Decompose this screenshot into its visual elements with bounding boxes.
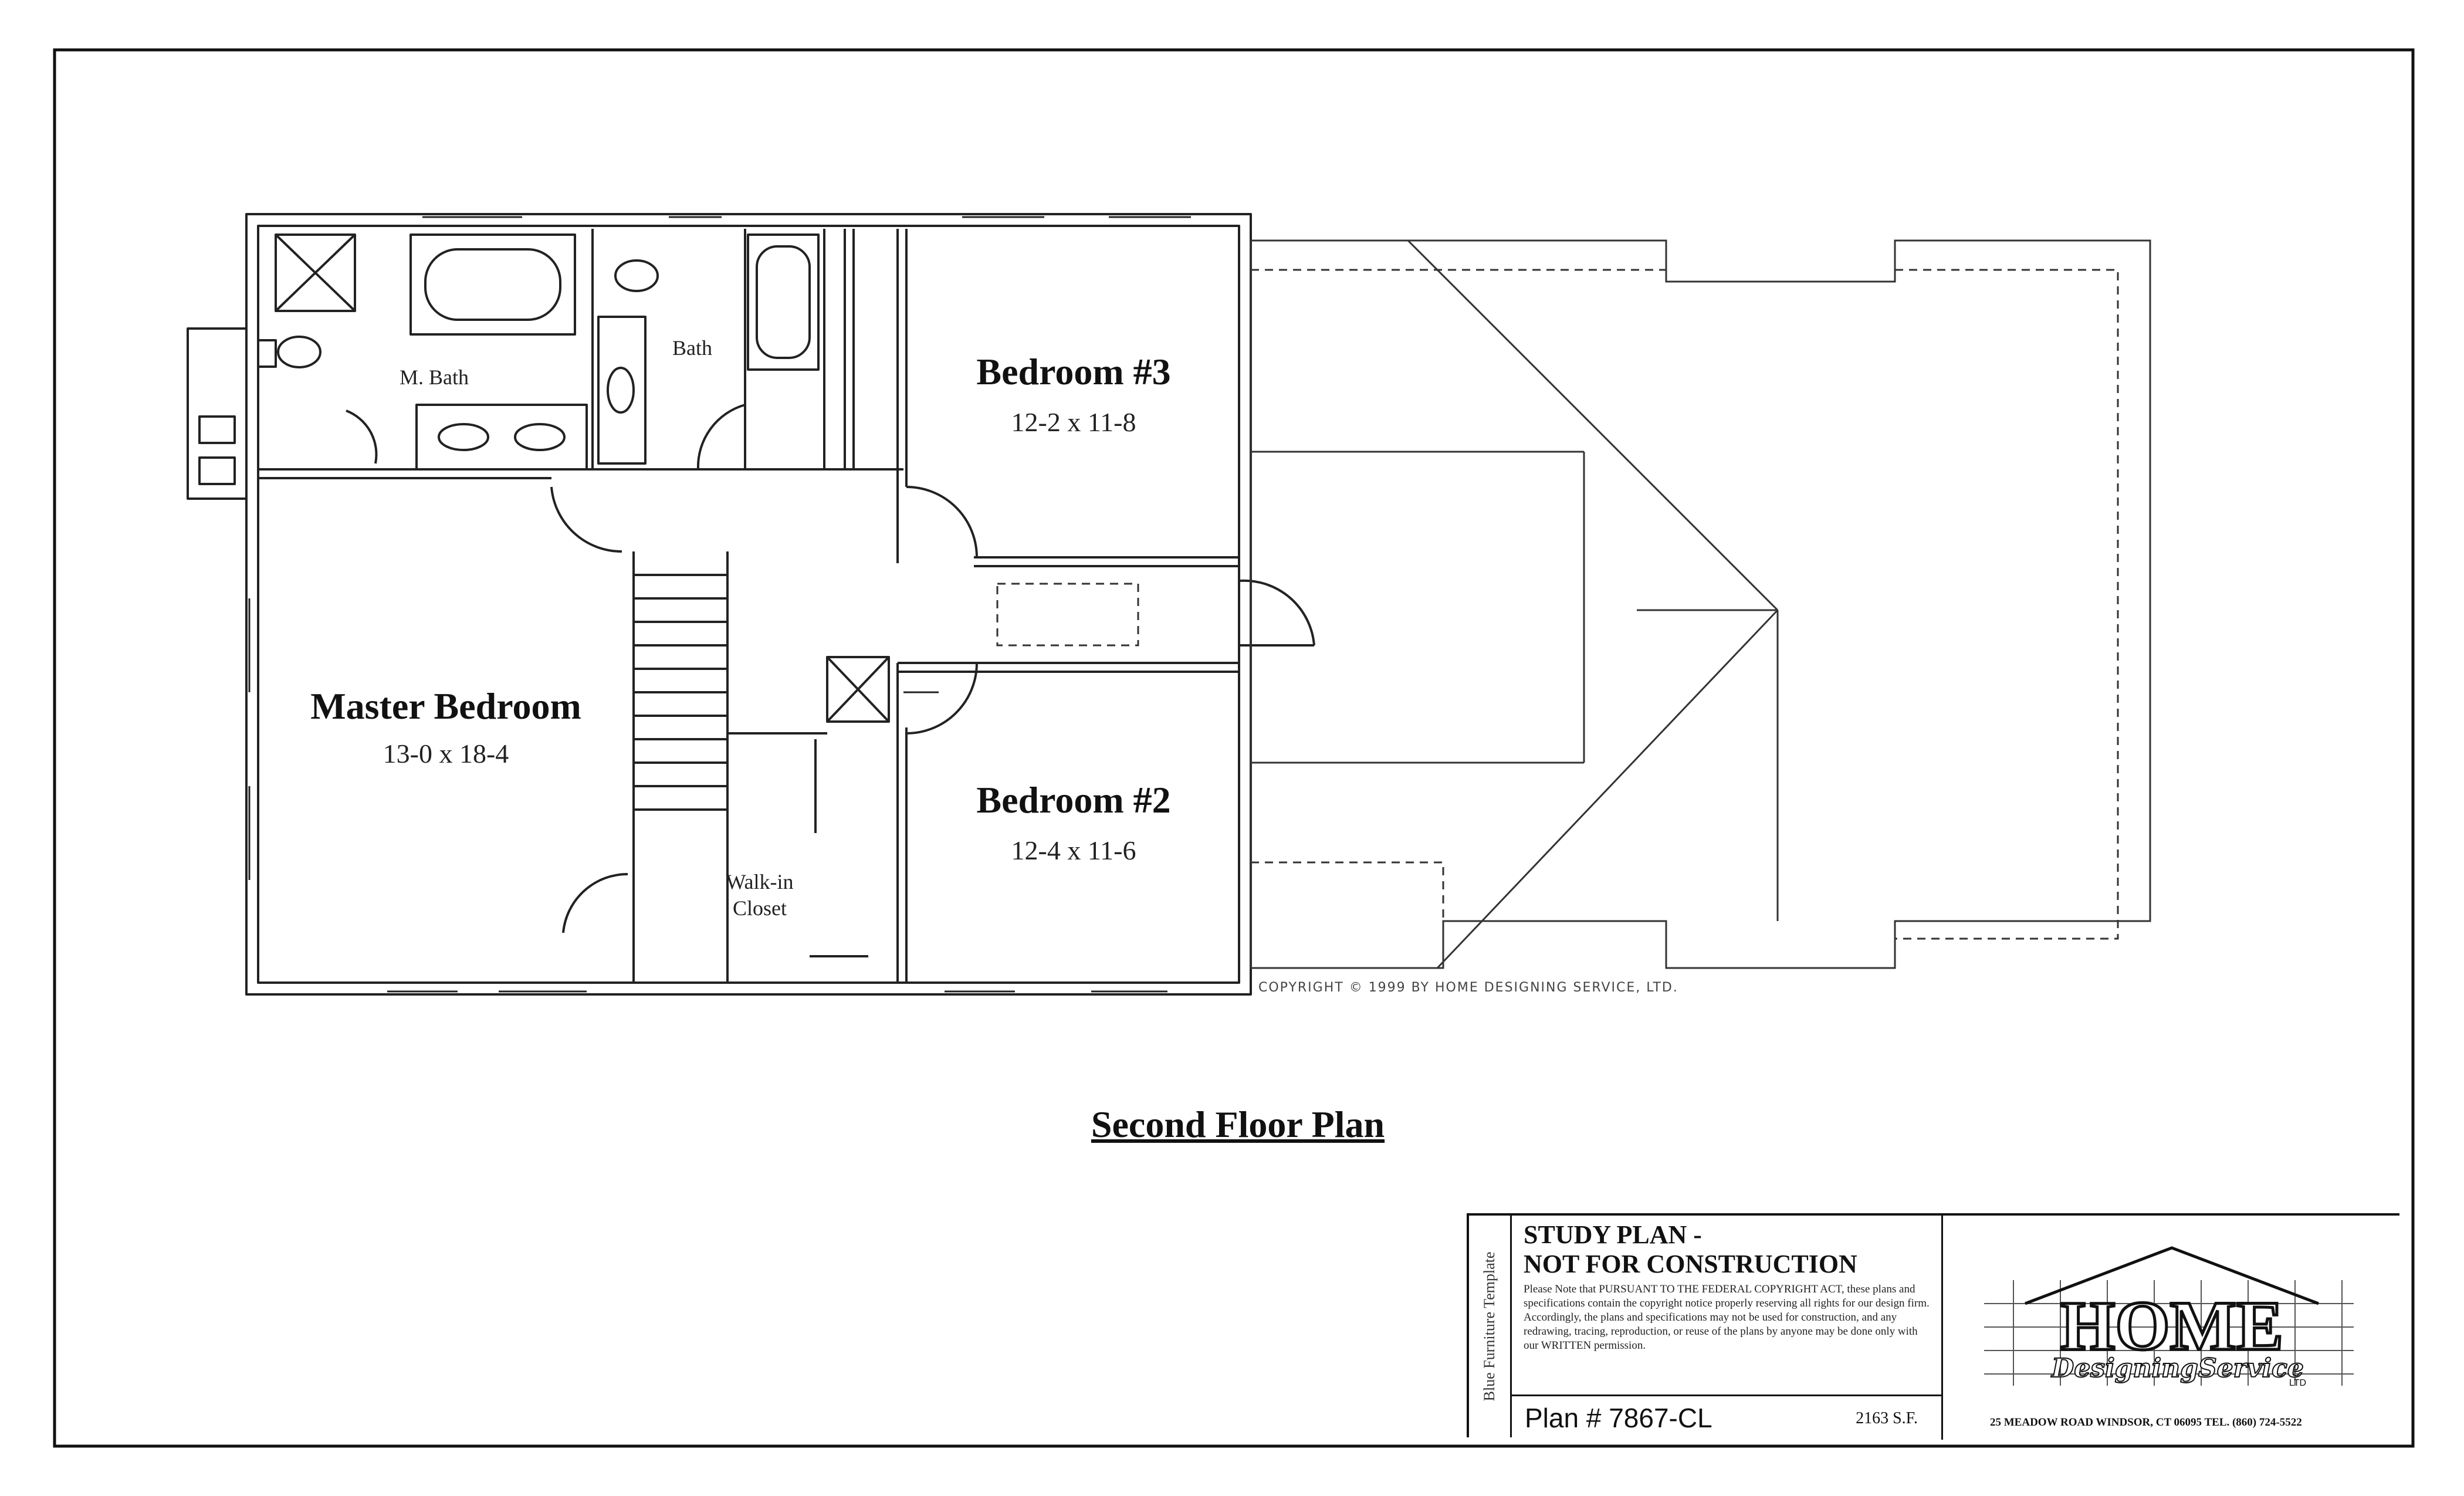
logo-word: HOME: [2060, 1287, 2283, 1365]
title-block: Blue Furniture Template STUDY PLAN - NOT…: [1467, 1213, 2399, 1440]
company-logo-area: HOME DesigningService LTD 25 MEADOW ROAD…: [1943, 1216, 2399, 1437]
company-address: 25 MEADOW ROAD WINDSOR, CT 06095 TEL. (8…: [1990, 1416, 2302, 1429]
bathtub-hall: [747, 233, 820, 371]
logo-script: DesigningService: [2050, 1353, 2304, 1383]
door-swing-mbath: [346, 409, 378, 464]
attic-roof-outline: [996, 239, 2151, 969]
label-master-bath: M. Bath: [400, 365, 469, 389]
door-swing-bed3: [906, 486, 978, 558]
company-logo: HOME DesigningService LTD: [1984, 1246, 2354, 1388]
windows: [248, 216, 1191, 993]
side-label: Blue Furniture Template: [1481, 1251, 1498, 1402]
linen-closet: [826, 656, 890, 723]
notice-heading-2: NOT FOR CONSTRUCTION: [1524, 1250, 1857, 1278]
vanity-master: [415, 404, 588, 471]
door-swing-closet: [562, 872, 628, 933]
label-bedroom2: Bedroom #2: [976, 779, 1170, 821]
door-swing-master: [550, 486, 622, 553]
dim-bedroom2: 12-4 x 11-6: [1011, 835, 1136, 865]
logo-ltd: LTD: [2289, 1378, 2306, 1388]
label-bedroom3: Bedroom #3: [976, 351, 1170, 392]
stair-treads: [634, 574, 727, 811]
title-block-side: Blue Furniture Template: [1469, 1216, 1512, 1437]
copyright-note: COPYRIGHT © 1999 BY HOME DESIGNING SERVI…: [1258, 980, 1678, 995]
notice-body: Please Note that PURSUANT TO THE FEDERAL…: [1524, 1283, 1930, 1352]
label-master-bedroom: Master Bedroom: [310, 685, 581, 727]
plan-number: Plan # 7867-CL: [1525, 1403, 1712, 1433]
shower-stall: [275, 233, 356, 312]
label-bath: Bath: [672, 336, 712, 360]
whirlpool-tub: [409, 233, 576, 336]
label-closet-line2: Closet: [733, 896, 787, 920]
notice-heading-1: STUDY PLAN -: [1524, 1220, 1702, 1249]
square-footage: 2163 S.F.: [1856, 1409, 1918, 1427]
plan-number-row: Plan # 7867-CL 2163 S.F.: [1512, 1396, 1943, 1440]
dim-bedroom3: 12-2 x 11-8: [1011, 407, 1136, 437]
door-swing-deck: [1238, 579, 1315, 646]
label-closet-line1: Walk-in: [726, 870, 793, 893]
dim-master-bedroom: 13-0 x 18-4: [383, 739, 509, 769]
toilet-hall: [614, 259, 659, 292]
drawing-title: Second Floor Plan: [1091, 1104, 1385, 1145]
sheet-border: [53, 48, 2415, 1448]
door-swing-bath: [696, 404, 746, 470]
exterior-wall-inner: [257, 225, 1240, 984]
door-swing-bed2: [906, 662, 978, 735]
study-plan-notice: STUDY PLAN - NOT FOR CONSTRUCTION Please…: [1512, 1216, 1943, 1396]
vanity-hall: [597, 316, 647, 465]
chimney: [187, 327, 248, 500]
toilet-master: [277, 336, 321, 368]
